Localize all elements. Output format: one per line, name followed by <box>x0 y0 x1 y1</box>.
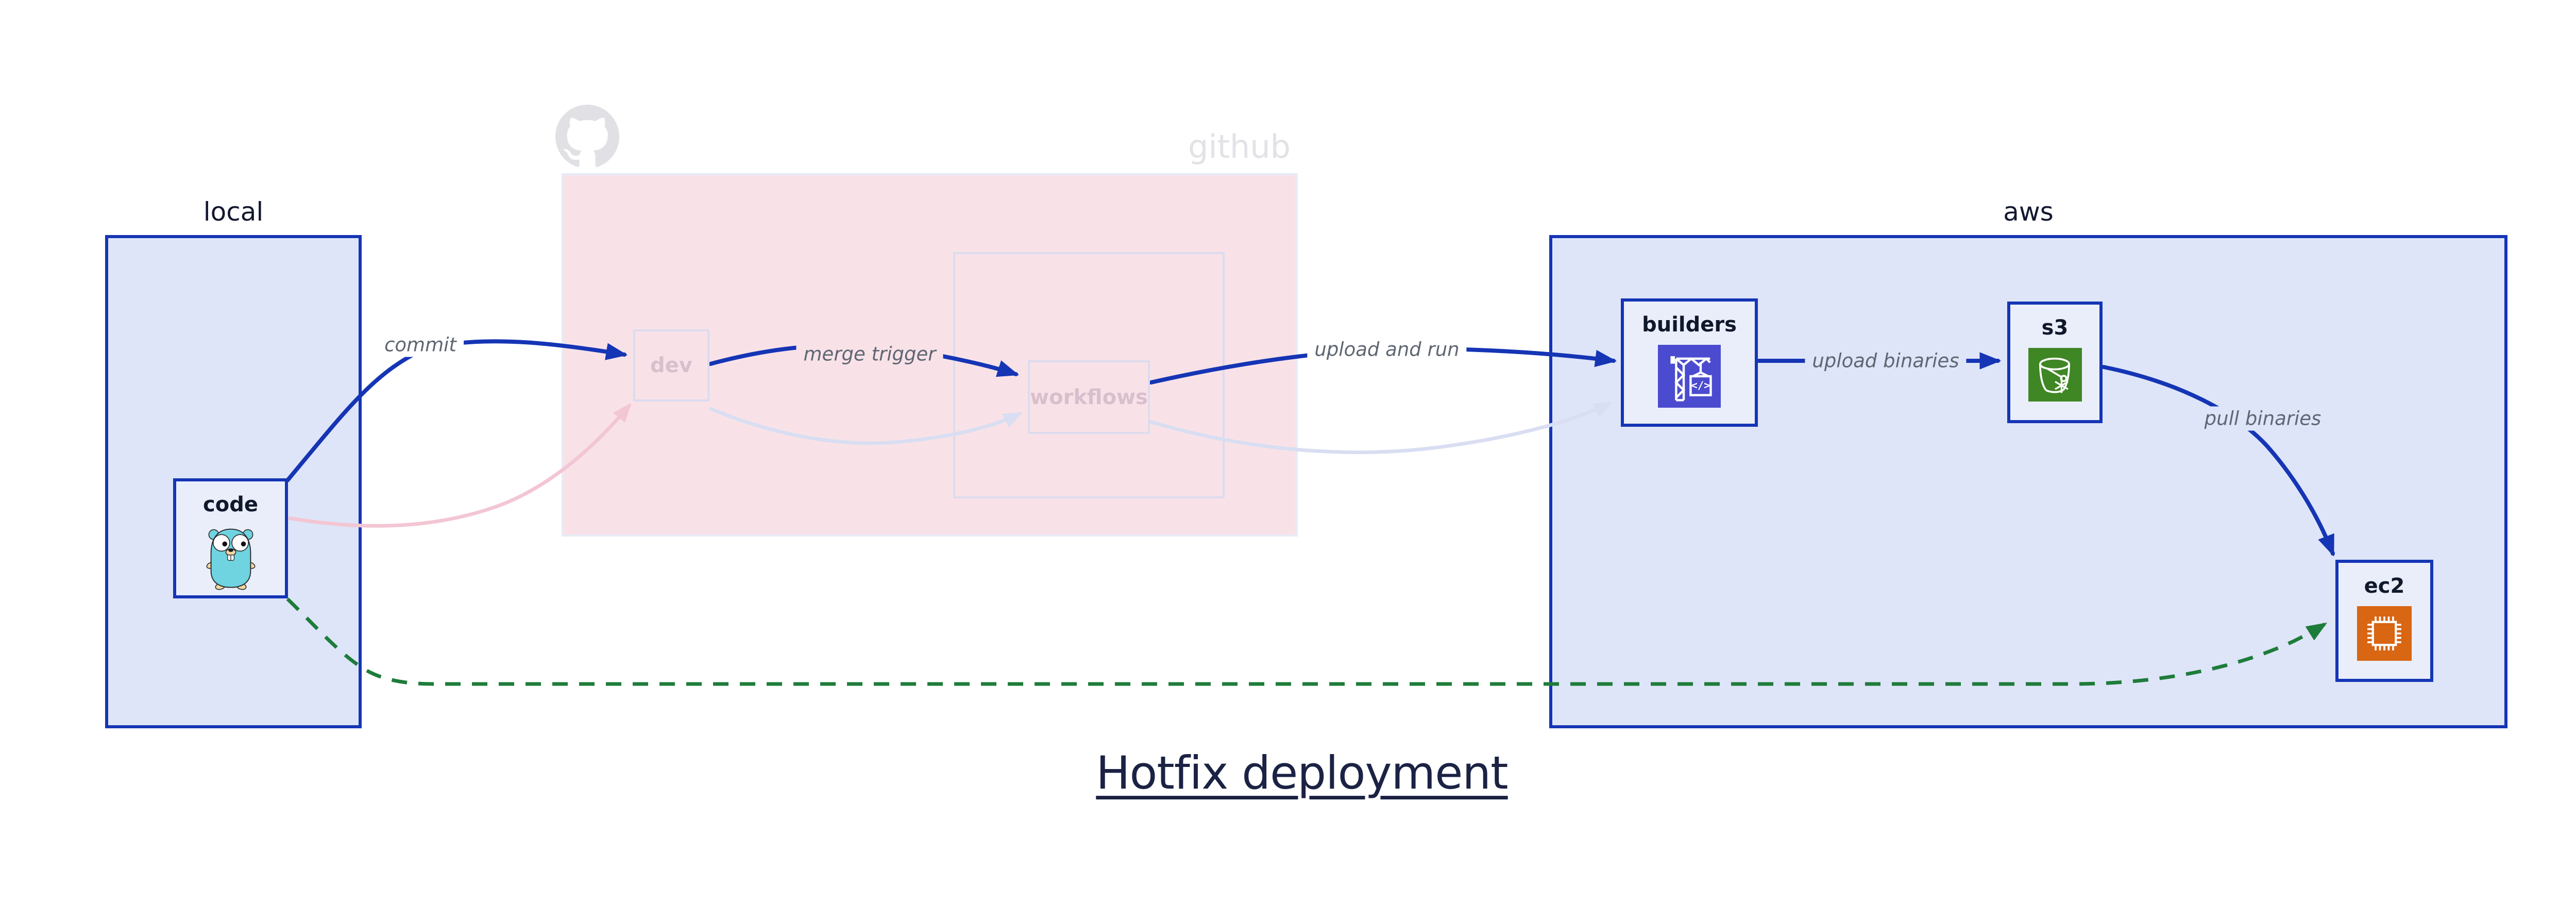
node-workflows-label: workflows <box>1030 385 1148 409</box>
local-label: local <box>203 197 264 227</box>
github-label: github <box>1188 128 1291 165</box>
codebuild-crane-icon: </> <box>1658 345 1721 408</box>
node-dev-label: dev <box>650 354 692 377</box>
node-s3: s3 <box>2007 302 2103 423</box>
go-gopher-icon <box>206 528 255 590</box>
node-dev: dev <box>633 329 709 402</box>
node-code: code <box>173 478 288 598</box>
edge-merge-trigger-label: merge trigger <box>796 342 943 366</box>
edge-commit-label: commit <box>377 332 464 357</box>
edge-pull-binaries-label: pull binaries <box>2197 406 2329 431</box>
s3-glacier-bucket-icon <box>2028 348 2082 402</box>
edge-upload-binaries-label: upload binaries <box>1805 348 1967 373</box>
edge-upload-and-run-label: upload and run <box>1307 337 1467 362</box>
node-ec2: ec2 <box>2335 560 2433 682</box>
svg-text:</>: </> <box>1691 379 1710 391</box>
node-s3-label: s3 <box>2041 316 2069 340</box>
ec2-chip-icon <box>2357 606 2412 661</box>
node-builders: builders </> <box>1621 298 1758 427</box>
aws-label: aws <box>2003 197 2054 227</box>
node-workflows: workflows <box>1028 360 1150 434</box>
node-code-label: code <box>203 493 258 516</box>
node-builders-label: builders <box>1642 313 1737 337</box>
node-ec2-label: ec2 <box>2364 574 2405 598</box>
diagram-title: Hotfix deployment <box>1096 746 1508 799</box>
github-octocat-icon <box>555 105 619 167</box>
